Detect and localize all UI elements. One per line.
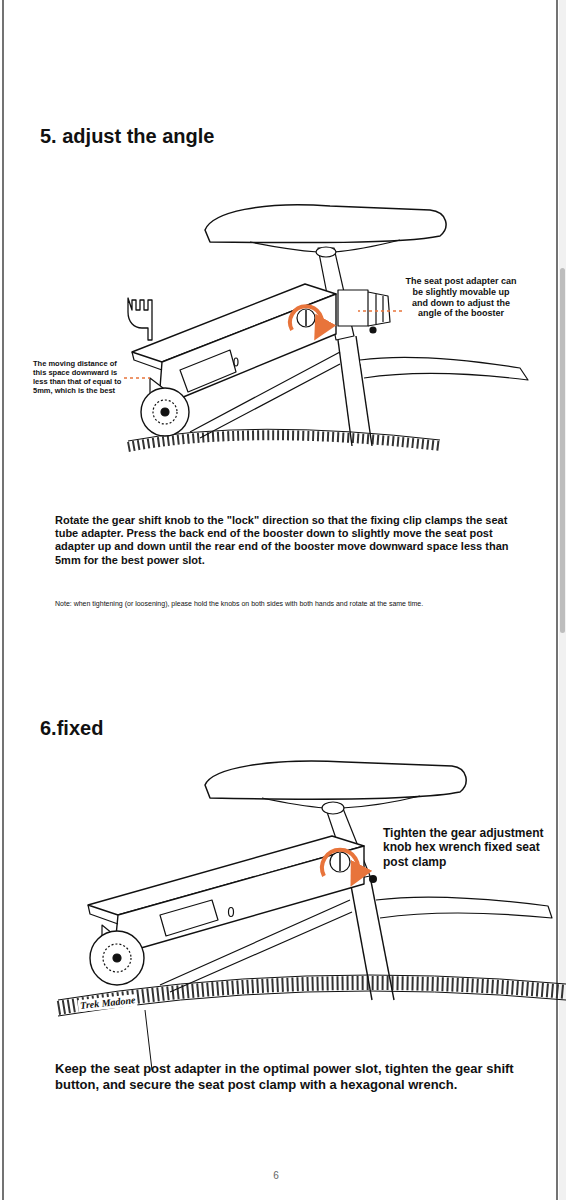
note-text: Note: when tightening (or loosening), pl… (55, 600, 525, 608)
callout-note: The seat post adapter can be slightly mo… (405, 276, 517, 319)
section-heading: 6.fixed (40, 716, 340, 740)
callout-note: Tighten the gear adjustment knob hex wre… (383, 826, 548, 869)
section-heading: 5. adjust the angle (40, 124, 440, 148)
instruction-text: Keep the seat post adapter in the optima… (55, 1061, 525, 1092)
page-number: 6 (268, 1170, 284, 1182)
callout-note: The moving distance of this space downwa… (33, 359, 123, 395)
instruction-text: Rotate the gear shift knob to the "lock"… (55, 514, 515, 567)
